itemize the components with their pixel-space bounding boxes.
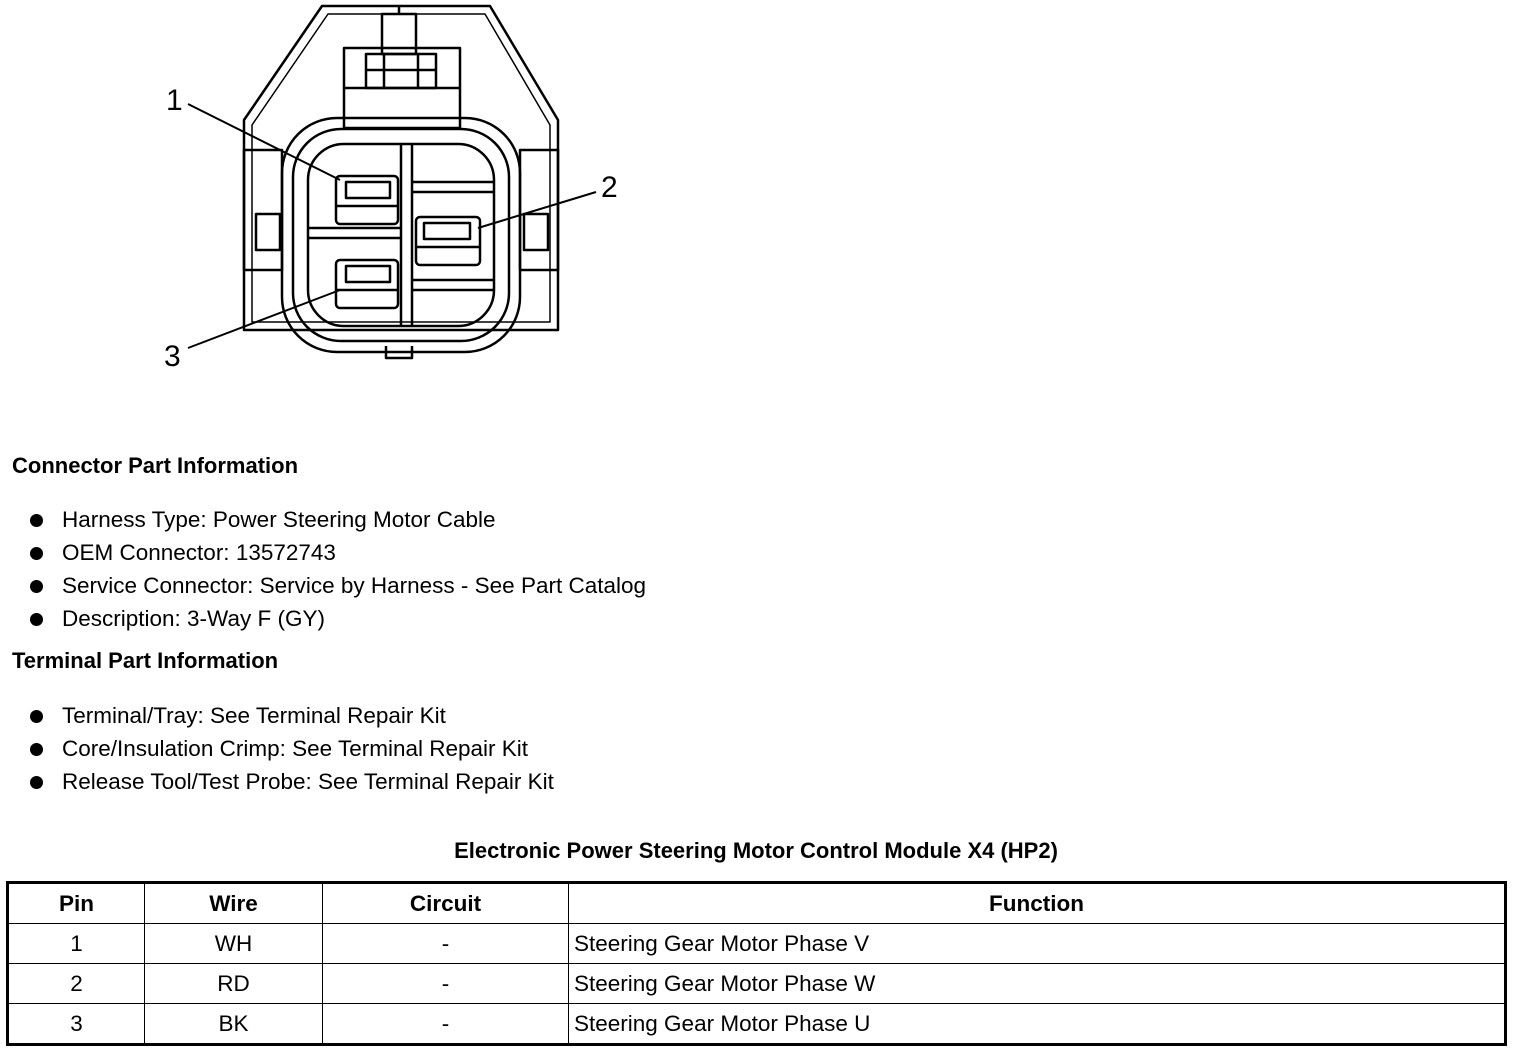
connector-cavity: [280, 116, 522, 354]
list-item: Service Connector: Service by Harness - …: [30, 571, 646, 604]
connector-info-list: Harness Type: Power Steering Motor Cable…: [30, 505, 646, 637]
list-item-text: Core/Insulation Crimp: See Terminal Repa…: [62, 736, 529, 761]
cell-wire: BK: [144, 1003, 323, 1045]
list-item: Harness Type: Power Steering Motor Cable: [30, 505, 646, 538]
terminal-cavity-3: [334, 258, 400, 310]
pinout-table: Pin Wire Circuit Function 1 WH - Steerin…: [6, 881, 1507, 1046]
column-header-function: Function: [568, 882, 1506, 924]
cell-pin: 1: [7, 923, 145, 964]
bullet-icon: [30, 514, 43, 527]
callout-1-leader: [187, 103, 341, 181]
cell-pin: 3: [7, 1003, 145, 1045]
callout-1: 1: [166, 84, 183, 117]
bullet-icon: [30, 743, 43, 756]
connector-diagram: 1 2 3: [164, 4, 618, 373]
callout-3-leader: [187, 289, 341, 349]
bullet-icon: [30, 580, 43, 593]
cell-function: Steering Gear Motor Phase W: [568, 963, 1506, 1004]
list-item-text: Description: 3-Way F (GY): [62, 606, 325, 631]
list-item: Release Tool/Test Probe: See Terminal Re…: [30, 767, 554, 800]
table-row: 3 BK - Steering Gear Motor Phase U: [7, 1003, 1506, 1045]
callout-2-leader: [477, 191, 597, 229]
list-item-text: Release Tool/Test Probe: See Terminal Re…: [62, 769, 554, 794]
terminal-cavity-2: [414, 215, 482, 267]
connector-info-title: Connector Part Information: [12, 453, 299, 478]
terminal-info-list: Terminal/Tray: See Terminal Repair Kit C…: [30, 701, 554, 800]
list-item-text: OEM Connector: 13572743: [62, 540, 336, 565]
bullet-icon: [30, 547, 43, 560]
callout-3: 3: [164, 340, 181, 373]
list-item-text: Harness Type: Power Steering Motor Cable: [62, 507, 496, 532]
cell-wire: RD: [144, 963, 323, 1004]
cell-function: Steering Gear Motor Phase U: [568, 1003, 1506, 1045]
cell-wire: WH: [144, 923, 323, 964]
list-item: Core/Insulation Crimp: See Terminal Repa…: [30, 734, 554, 767]
terminal-info-title: Terminal Part Information: [12, 648, 279, 673]
table-caption: Electronic Power Steering Motor Control …: [454, 838, 1058, 863]
callout-2: 2: [601, 171, 618, 204]
cell-circuit: -: [322, 1003, 569, 1045]
list-item: OEM Connector: 13572743: [30, 538, 646, 571]
connector-shell: [242, 4, 560, 332]
cell-circuit: -: [322, 963, 569, 1004]
column-header-circuit: Circuit: [322, 882, 569, 924]
list-item-text: Service Connector: Service by Harness - …: [62, 573, 647, 598]
bullet-icon: [30, 710, 43, 723]
cell-pin: 2: [7, 963, 145, 1004]
column-header-wire: Wire: [144, 882, 323, 924]
list-item: Terminal/Tray: See Terminal Repair Kit: [30, 701, 554, 734]
table-row: 1 WH - Steering Gear Motor Phase V: [7, 923, 1506, 964]
table-row: 2 RD - Steering Gear Motor Phase W: [7, 963, 1506, 1004]
column-header-pin: Pin: [7, 882, 145, 924]
cell-function: Steering Gear Motor Phase V: [568, 923, 1506, 964]
list-item-text: Terminal/Tray: See Terminal Repair Kit: [62, 703, 446, 728]
list-item: Description: 3-Way F (GY): [30, 604, 646, 637]
cell-circuit: -: [322, 923, 569, 964]
table-header-row: Pin Wire Circuit Function: [7, 882, 1506, 924]
locking-latch: [342, 6, 462, 130]
bullet-icon: [30, 776, 43, 789]
bullet-icon: [30, 613, 43, 626]
terminal-cavity-1: [334, 174, 400, 226]
